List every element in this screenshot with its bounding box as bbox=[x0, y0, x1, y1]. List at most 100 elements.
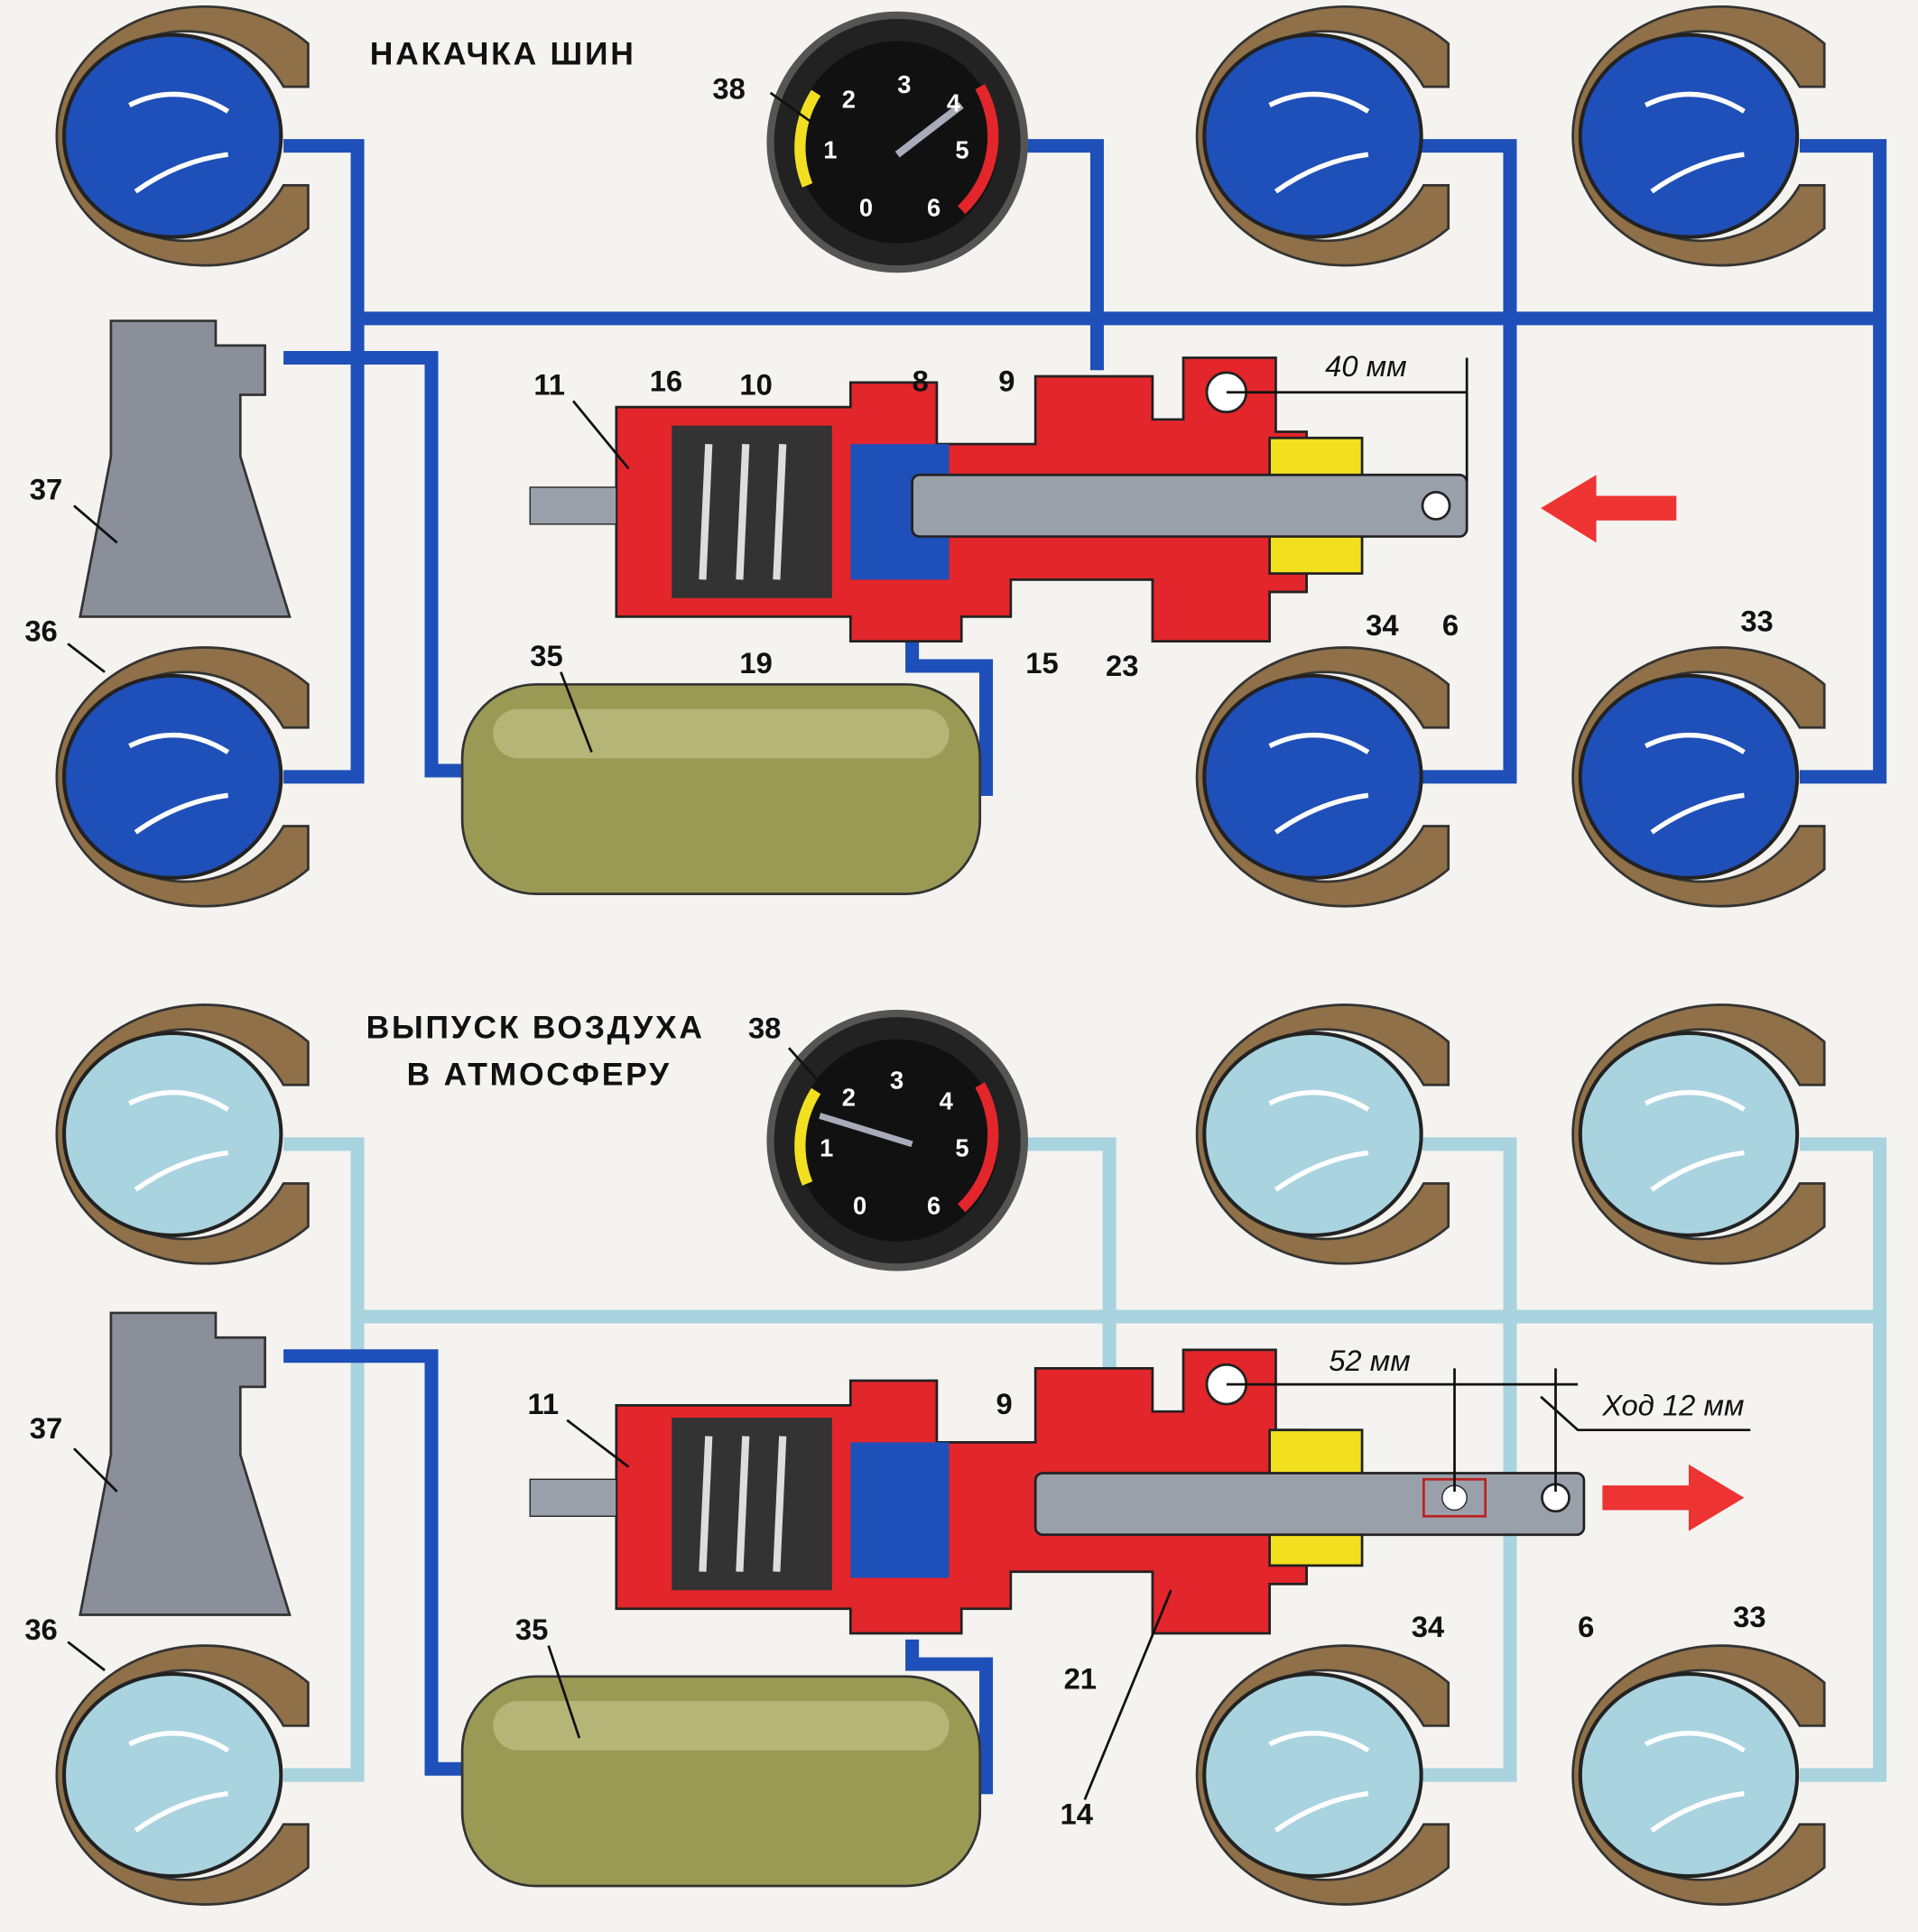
airflow-arrow bbox=[128, 1731, 230, 1833]
tire-air-chamber bbox=[1202, 673, 1423, 880]
gauge-mark-3: 3 bbox=[890, 1066, 903, 1094]
compressor bbox=[79, 1311, 292, 1616]
panel-title-line2: В АТМОСФЕРУ bbox=[407, 1056, 672, 1092]
tires bbox=[55, 1003, 1826, 1906]
tire bbox=[55, 5, 310, 267]
control-valve bbox=[529, 1348, 1586, 1635]
air-tank bbox=[460, 683, 982, 895]
tire-air-chamber bbox=[1578, 32, 1800, 239]
label-35: 35 bbox=[515, 1613, 548, 1646]
label-34: 34 bbox=[1412, 1610, 1445, 1643]
label-11: 11 bbox=[533, 368, 565, 402]
deflation-panel: 0 1 2 3 4 5 6 52 мм Ход 12 мм bbox=[24, 1003, 1887, 1906]
airflow-arrow bbox=[1644, 1089, 1746, 1192]
pressure-gauge: 0 1 2 3 4 5 6 bbox=[766, 1009, 1028, 1271]
gauge-mark-1: 1 bbox=[820, 1133, 833, 1161]
tire bbox=[55, 1644, 310, 1906]
callouts: 38 11 9 37 36 35 21 14 34 6 33 bbox=[24, 1011, 1765, 1830]
label-38: 38 bbox=[748, 1011, 781, 1044]
tire-air-chamber bbox=[1578, 1672, 1800, 1879]
label-11: 11 bbox=[528, 1387, 560, 1420]
airflow-arrow bbox=[1268, 91, 1370, 194]
dimension-40mm: 40 мм bbox=[1226, 349, 1469, 482]
label-14: 14 bbox=[1060, 1798, 1093, 1831]
label-21: 21 bbox=[1064, 1661, 1097, 1695]
tire bbox=[1195, 5, 1450, 267]
label-33: 33 bbox=[1733, 1600, 1765, 1633]
airflow-arrow bbox=[1268, 732, 1370, 835]
control-valve bbox=[529, 356, 1469, 643]
tire bbox=[1195, 646, 1450, 908]
label-37: 37 bbox=[30, 473, 62, 506]
pressure-gauge: 0 1 2 3 4 5 6 bbox=[766, 11, 1028, 273]
label-23: 23 bbox=[1106, 649, 1138, 682]
tire bbox=[1571, 1003, 1826, 1265]
panel-title-line1: ВЫПУСК ВОЗДУХА bbox=[366, 1009, 705, 1045]
gauge-mark-6: 6 bbox=[927, 1192, 940, 1220]
tire bbox=[1195, 1644, 1450, 1906]
tires bbox=[55, 5, 1826, 908]
tire bbox=[55, 1003, 310, 1265]
label-6: 6 bbox=[1442, 608, 1459, 642]
airflow-arrow bbox=[128, 91, 230, 194]
tire-air-chamber bbox=[1578, 673, 1800, 880]
gauge-mark-2: 2 bbox=[842, 85, 856, 113]
gauge-mark-6: 6 bbox=[927, 193, 940, 221]
gauge-mark-5: 5 bbox=[955, 135, 968, 163]
compressor bbox=[79, 319, 292, 618]
tire bbox=[1571, 5, 1826, 267]
tire-air-chamber bbox=[1202, 1672, 1423, 1879]
dimension-label: 40 мм bbox=[1325, 349, 1406, 383]
gauge-mark-0: 0 bbox=[859, 193, 873, 221]
gauge-mark-3: 3 bbox=[897, 70, 911, 98]
dimension-52mm: 52 мм Ход 12 мм bbox=[1226, 1344, 1751, 1492]
label-8: 8 bbox=[913, 364, 929, 397]
tire-air-chamber bbox=[61, 32, 283, 239]
tire bbox=[55, 646, 310, 908]
gauge-mark-5: 5 bbox=[955, 1133, 968, 1161]
label-10: 10 bbox=[739, 368, 772, 402]
stroke-label: Ход 12 мм bbox=[1601, 1388, 1744, 1421]
label-37: 37 bbox=[30, 1411, 62, 1445]
callouts: 38 11 16 10 8 9 37 36 35 19 15 23 34 6 3… bbox=[24, 72, 1774, 753]
tire bbox=[1571, 1644, 1826, 1906]
label-9: 9 bbox=[998, 364, 1015, 397]
label-33: 33 bbox=[1740, 605, 1773, 638]
tire-air-chamber bbox=[1578, 1031, 1800, 1237]
gauge-mark-0: 0 bbox=[853, 1192, 866, 1220]
gauge-mark-1: 1 bbox=[823, 135, 837, 163]
airflow-arrow bbox=[1644, 91, 1746, 194]
tire-air-chamber bbox=[61, 1031, 283, 1237]
airflow-arrow bbox=[1644, 732, 1746, 835]
tire-air-chamber bbox=[61, 673, 283, 880]
inflation-panel: 0 1 2 3 4 5 6 40 мм НАКАЧКА ШИН 38 11 bbox=[24, 5, 1887, 908]
direction-arrow-left bbox=[1541, 475, 1677, 543]
label-36: 36 bbox=[24, 615, 57, 648]
label-38: 38 bbox=[712, 72, 745, 106]
label-36: 36 bbox=[24, 1613, 57, 1646]
gauge-mark-2: 2 bbox=[842, 1084, 856, 1112]
tire-air-chamber bbox=[1202, 32, 1423, 239]
air-pipes bbox=[283, 139, 1887, 797]
label-34: 34 bbox=[1366, 608, 1399, 642]
label-35: 35 bbox=[530, 639, 562, 672]
gauge-mark-4: 4 bbox=[940, 1087, 954, 1115]
air-pipes bbox=[283, 1137, 1887, 1782]
gauge-mark-4: 4 bbox=[947, 88, 961, 116]
tire-air-chamber bbox=[61, 1672, 283, 1879]
tire bbox=[1195, 1003, 1450, 1265]
airflow-arrow bbox=[128, 732, 230, 835]
air-tank bbox=[460, 1675, 982, 1888]
tire-air-chamber bbox=[1202, 1031, 1423, 1237]
tire bbox=[1571, 646, 1826, 908]
airflow-arrow bbox=[1268, 1089, 1370, 1192]
dimension-label: 52 мм bbox=[1329, 1344, 1410, 1377]
label-19: 19 bbox=[739, 646, 772, 679]
direction-arrow-right bbox=[1602, 1464, 1745, 1531]
label-9: 9 bbox=[996, 1387, 1012, 1420]
label-16: 16 bbox=[650, 364, 682, 397]
label-15: 15 bbox=[1025, 646, 1058, 679]
airflow-arrow bbox=[128, 1089, 230, 1192]
label-6: 6 bbox=[1578, 1610, 1594, 1643]
